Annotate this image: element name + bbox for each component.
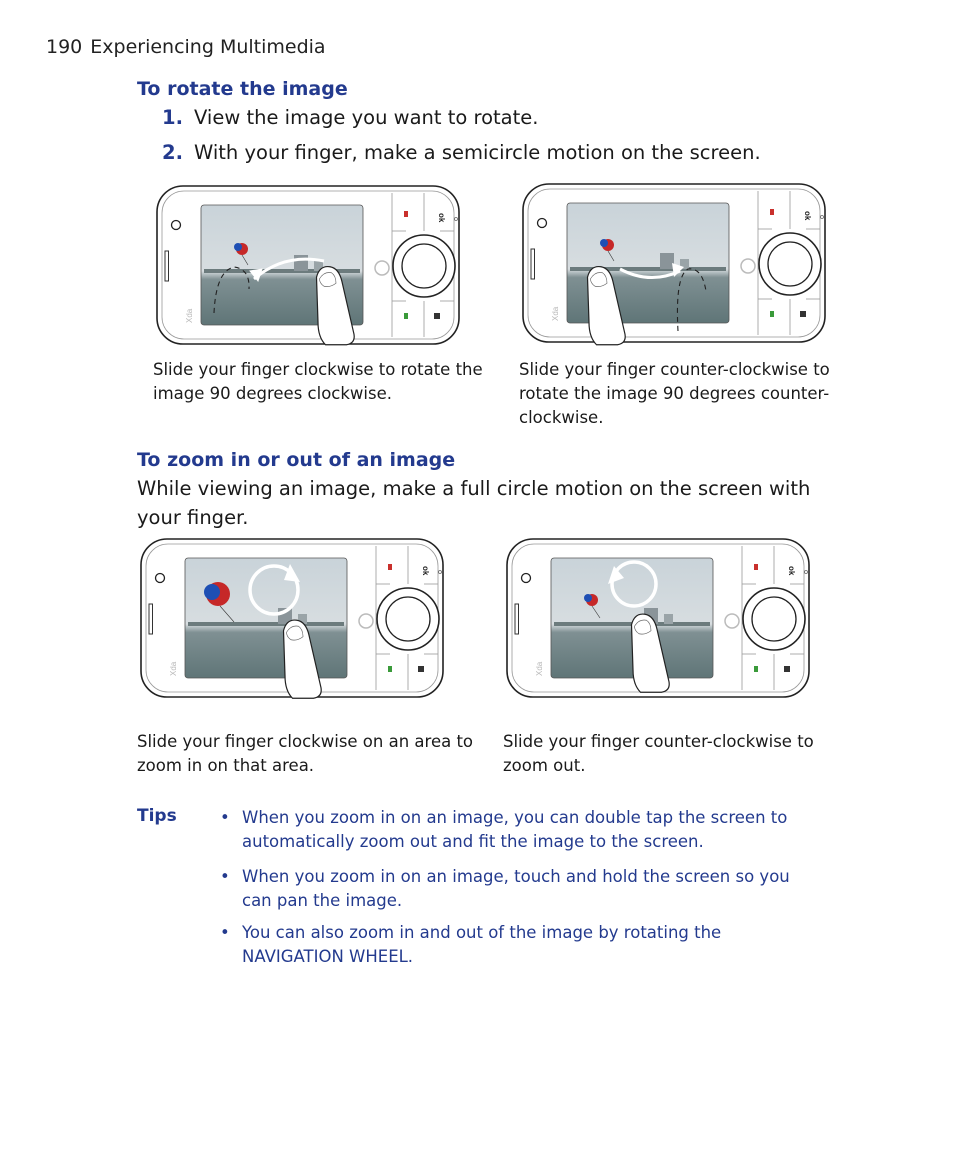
- zoom-caption-out: Slide your finger counter-clockwise to z…: [503, 732, 814, 775]
- tips-label: Tips: [137, 806, 177, 826]
- bullet-icon: •: [220, 923, 230, 942]
- zoom-out-circle-icon: [610, 560, 658, 608]
- tip-text: You can also zoom in and out of the imag…: [242, 923, 722, 966]
- parachute-icon: [584, 594, 601, 619]
- step-text: View the image you want to rotate.: [194, 106, 539, 129]
- zoom-out-illustration: [504, 536, 814, 701]
- zoom-caption-in: Slide your finger clockwise on an area t…: [137, 732, 474, 775]
- step-number: 2.: [162, 141, 183, 164]
- tip-item: • When you zoom in on an image, touch an…: [220, 865, 820, 913]
- step-text: With your finger, make a semicircle moti…: [194, 141, 761, 164]
- zoom-heading: To zoom in or out of an image: [137, 449, 456, 471]
- page-header: 190 Experiencing Multimedia: [46, 36, 326, 58]
- rotate-step-1: 1. View the image you want to rotate.: [162, 106, 538, 129]
- parachute-icon: [600, 239, 615, 262]
- tip-item: • You can also zoom in and out of the im…: [220, 921, 820, 969]
- zoom-intro: While viewing an image, make a full circ…: [137, 477, 811, 529]
- step-number: 1.: [162, 106, 183, 129]
- parachute-icon: [204, 582, 235, 623]
- rotate-caption-counterclockwise: Slide your finger counter-clockwise to r…: [519, 360, 830, 427]
- bullet-icon: •: [220, 867, 230, 886]
- zoom-in-illustration: [138, 536, 448, 699]
- tip-text: When you zoom in on an image, touch and …: [242, 867, 790, 910]
- tip-text: When you zoom in on an image, you can do…: [242, 808, 788, 851]
- section-title: Experiencing Multimedia: [90, 36, 326, 58]
- rotate-step-2: 2. With your finger, make a semicircle mo…: [162, 141, 761, 164]
- zoom-in-circle-icon: [248, 564, 300, 616]
- parachute-icon: [234, 243, 249, 266]
- page-number: 190: [46, 36, 83, 58]
- bullet-icon: •: [220, 808, 230, 827]
- rotate-counterclockwise-illustration: [520, 181, 830, 346]
- rotate-heading: To rotate the image: [137, 78, 348, 100]
- tip-item: • When you zoom in on an image, you can …: [220, 806, 820, 854]
- rotate-clockwise-illustration: [154, 183, 464, 346]
- rotate-caption-clockwise: Slide your finger clockwise to rotate th…: [153, 360, 483, 403]
